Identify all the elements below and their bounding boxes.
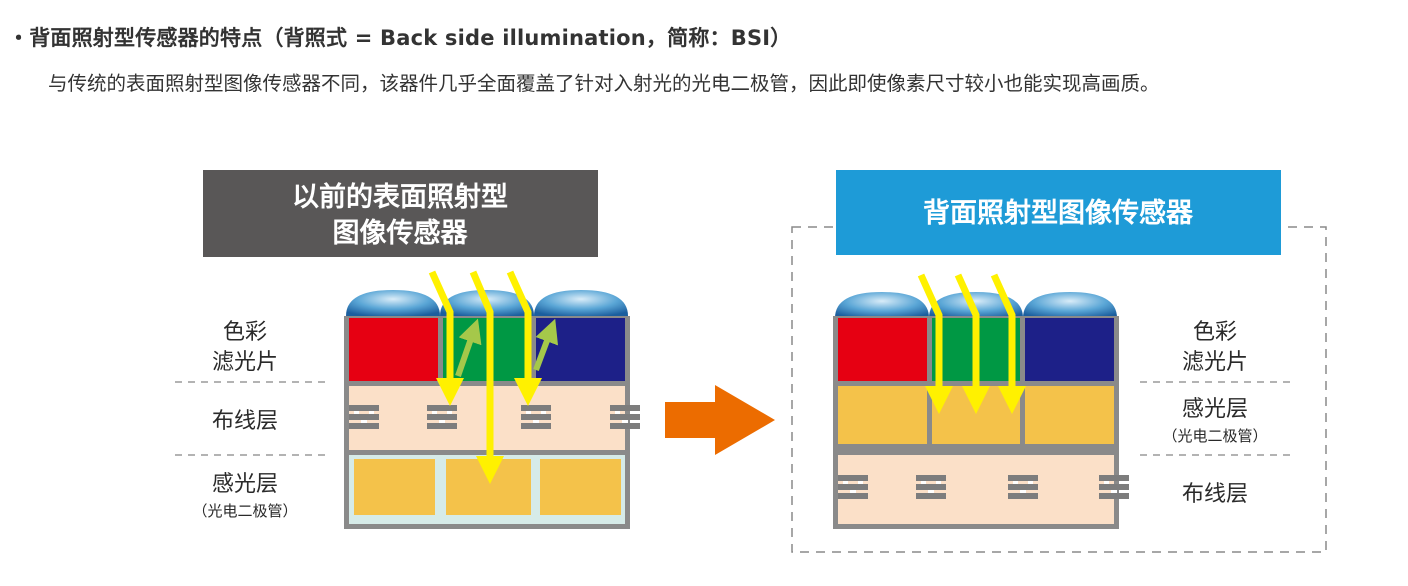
- left-label-photo-2: （光电二极管）: [192, 502, 297, 520]
- left-label-wiring: 布线层: [212, 409, 278, 434]
- right-title: 背面照射型图像传感器: [923, 197, 1194, 229]
- right-filter-red: [838, 318, 927, 381]
- right-light-rays: [917, 273, 1026, 414]
- right-label-wiring: 布线层: [1182, 482, 1248, 507]
- right-wiring-layer: [838, 455, 1114, 524]
- right-photodiode-1: [838, 386, 927, 444]
- right-microlens-2: [929, 292, 1023, 318]
- right-microlens-3: [1023, 292, 1117, 318]
- right-label-color-filter-1: 色彩: [1193, 320, 1237, 345]
- right-title-box: [836, 170, 1281, 255]
- left-filter-red: [349, 318, 438, 381]
- left-microlens-1: [346, 290, 440, 316]
- right-sensor-stack: [833, 292, 1129, 529]
- right-photodiode-3: [1025, 386, 1114, 444]
- right-label-photo-1: 感光层: [1182, 397, 1248, 422]
- left-panel: 以前的表面照射型 图像传感器 色彩 滤光片 布线层 感光层 （光电二极管）: [175, 170, 640, 529]
- left-light-rays: [428, 270, 559, 484]
- left-microlens-3: [534, 290, 628, 316]
- left-label-color-filter-2: 滤光片: [212, 350, 278, 375]
- left-title-line1: 以前的表面照射型: [292, 181, 508, 213]
- right-dashed-frame: [791, 226, 1327, 553]
- section-description: 与传统的表面照射型图像传感器不同，该器件几乎全面覆盖了针对入射光的光电二极管，因…: [48, 72, 1160, 95]
- right-filter-blue: [1025, 318, 1114, 381]
- left-title-line2: 图像传感器: [333, 217, 469, 249]
- left-title-box: [203, 170, 598, 257]
- left-label-color-filter-1: 色彩: [223, 320, 267, 345]
- section-heading: ・背面照射型传感器的特点（背照式 = Back side illuminatio…: [8, 26, 792, 50]
- right-label-color-filter-2: 滤光片: [1182, 350, 1248, 375]
- left-photodiode-3: [540, 459, 621, 515]
- left-label-photo-1: 感光层: [212, 472, 278, 497]
- left-filter-blue: [536, 318, 625, 381]
- transition-arrow-icon: [665, 385, 775, 455]
- right-microlens-1: [835, 292, 929, 318]
- right-label-photo-2: （光电二极管）: [1162, 427, 1267, 445]
- right-panel: 背面照射型图像传感器 色彩 滤光片 感光层 （光电二极管） 布线层: [791, 170, 1327, 553]
- left-photodiode-1: [354, 459, 435, 515]
